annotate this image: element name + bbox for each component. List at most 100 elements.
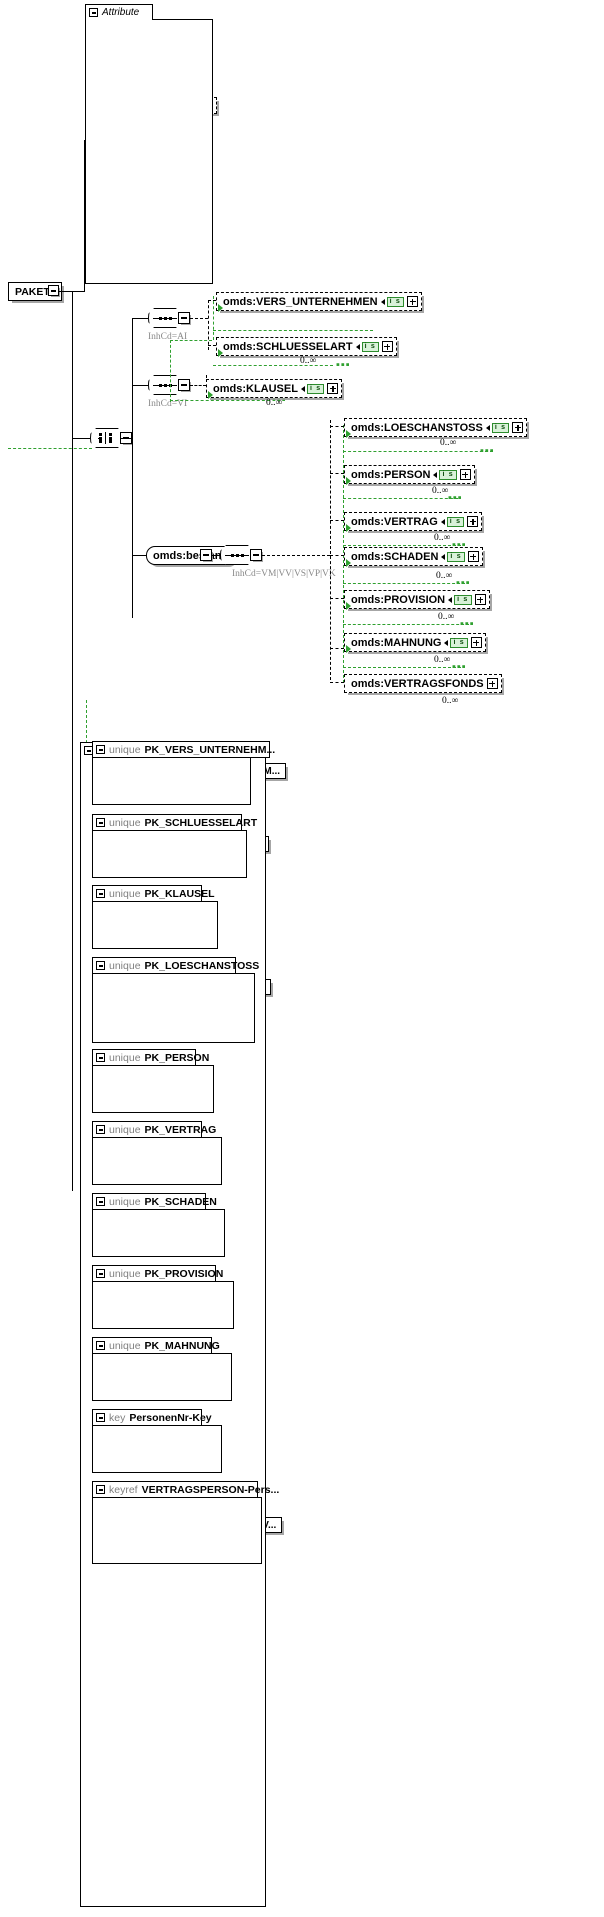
element-person[interactable]: omds:PERSON i s (344, 465, 475, 484)
constraint-body-10 (92, 1497, 262, 1564)
element-schaden[interactable]: omds:SCHADEN i s (344, 547, 483, 566)
ref-arrow-icon (444, 639, 449, 646)
constraint-body-6 (92, 1209, 225, 1257)
constraint-header-9[interactable]: key PersonenNr-Key (92, 1409, 212, 1426)
sequence-ai-annotation: InhCd=AI (148, 332, 188, 342)
element-label: omds:SCHLUESSELART (223, 340, 353, 353)
element-label: omds:SCHADEN (351, 550, 439, 563)
collapse-icon[interactable] (96, 1413, 105, 1422)
constraint-header-4[interactable]: unique PK_PERSON (92, 1049, 209, 1066)
collapse-icon[interactable] (96, 889, 105, 898)
expand-icon[interactable] (467, 551, 479, 562)
green-arrow-icon (346, 602, 351, 610)
connector (330, 473, 344, 474)
collapse-icon[interactable] (96, 1053, 105, 1062)
connector (132, 555, 146, 556)
sequence-ai-collapse[interactable] (178, 312, 190, 324)
green-arrow-icon (218, 304, 223, 312)
attribute-group-tab[interactable]: Attribute (85, 4, 153, 20)
green-continuation-dots: ▪▪▪ (452, 539, 467, 551)
constraint-header-3[interactable]: unique PK_LOESCHANSTOSS (92, 957, 259, 974)
is-badge: i s (491, 422, 510, 433)
connector (330, 648, 344, 649)
expand-icon[interactable] (486, 678, 498, 689)
green-arrow-icon (218, 349, 223, 357)
green-connector (343, 624, 469, 625)
collapse-icon[interactable] (96, 1197, 105, 1206)
constraint-header-7[interactable]: unique PK_PROVISION (92, 1265, 223, 1282)
sequence-vi-collapse[interactable] (178, 379, 190, 391)
green-connector (213, 330, 373, 331)
collapse-icon[interactable] (96, 745, 105, 754)
compositor-sequence-ai[interactable] (148, 308, 182, 328)
expand-icon[interactable] (459, 469, 471, 480)
sequence-vi-annotation: InhCd=VI (148, 399, 188, 409)
cardinality-label: 0..∞ (434, 655, 451, 665)
expand-icon[interactable] (467, 516, 479, 527)
element-vertrag[interactable]: omds:VERTRAG i s (344, 512, 483, 531)
cardinality-label: 0..∞ (300, 356, 317, 366)
element-loeschanstoss[interactable]: omds:LOESCHANSTOSS i s (344, 418, 528, 437)
expand-icon[interactable] (407, 296, 419, 307)
element-label: omds:VERS_UNTERNEHMEN (223, 295, 378, 308)
connector (72, 438, 90, 439)
connector (190, 385, 206, 386)
expand-icon[interactable] (512, 422, 524, 433)
constraint-header-2[interactable]: unique PK_KLAUSEL (92, 885, 215, 902)
ref-arrow-icon (485, 424, 490, 431)
green-arrow-icon (346, 645, 351, 653)
collapse-icon-attribute[interactable] (89, 8, 98, 17)
element-label: omds:PERSON (351, 468, 431, 481)
collapse-icon[interactable] (96, 818, 105, 827)
element-mahnung[interactable]: omds:MAHNUNG i s (344, 633, 486, 652)
green-arrow-icon (346, 524, 351, 532)
constraint-body-5 (92, 1137, 222, 1185)
root-collapse-toggle[interactable] (48, 285, 59, 296)
compositor-sequence-vi[interactable] (148, 375, 182, 395)
constraint-body-8 (92, 1353, 232, 1401)
element-vertragsfonds[interactable]: omds:VERTRAGSFONDS (344, 674, 502, 693)
ref-arrow-icon (380, 298, 385, 305)
expand-icon[interactable] (381, 341, 393, 352)
element-schluesselart[interactable]: omds:SCHLUESSELART i s (216, 337, 397, 356)
green-continuation-dots: ▪▪▪ (448, 492, 463, 504)
connector (59, 291, 73, 292)
expand-icon[interactable] (474, 594, 486, 605)
cardinality-label: 0..∞ (434, 533, 451, 543)
constraint-body-4 (92, 1065, 214, 1113)
compositor-sequence-bestand[interactable] (220, 545, 254, 565)
constraint-header-10[interactable]: keyref VERTRAGSPERSON-Pers... (92, 1481, 279, 1498)
bestand-collapse[interactable] (200, 549, 212, 561)
green-arrow-icon (346, 559, 351, 567)
collapse-icon[interactable] (96, 961, 105, 970)
green-continuation-dots: ▪▪▪ (272, 394, 287, 406)
collapse-icon[interactable] (96, 1269, 105, 1278)
element-vers-unternehmen[interactable]: omds:VERS_UNTERNEHMEN i s (216, 292, 423, 311)
green-continuation-dots: ▪▪▪ (452, 661, 467, 673)
expand-icon[interactable] (470, 637, 482, 648)
green-connector (343, 545, 461, 546)
element-label: omds:LOESCHANSTOSS (351, 421, 483, 434)
is-badge: i s (361, 341, 379, 352)
constraint-header-6[interactable]: unique PK_SCHADEN (92, 1193, 217, 1210)
constraint-header-0[interactable]: unique PK_VERS_UNTERNEHM... (92, 741, 275, 758)
element-klausel[interactable]: omds:KLAUSEL i s (206, 379, 343, 398)
connector (212, 555, 220, 556)
constraint-header-1[interactable]: unique PK_SCHLUESSELART (92, 814, 257, 831)
cardinality-label: 0..∞ (440, 438, 457, 448)
constraint-header-8[interactable]: unique PK_MAHNUNG (92, 1337, 220, 1354)
collapse-icon[interactable] (96, 1485, 105, 1494)
expand-icon[interactable] (327, 383, 339, 394)
constraint-header-5[interactable]: unique PK_VERTRAG (92, 1121, 216, 1138)
collapse-icon[interactable] (96, 1125, 105, 1134)
connector (330, 420, 331, 680)
compositor-choice-root[interactable] (90, 428, 124, 448)
connector (208, 300, 216, 301)
element-provision[interactable]: omds:PROVISION i s (344, 590, 490, 609)
green-arrow-icon (208, 391, 213, 399)
connector (132, 318, 133, 438)
cardinality-label: 0..∞ (436, 571, 453, 581)
collapse-icon[interactable] (96, 1341, 105, 1350)
green-connector (343, 667, 461, 668)
sequence-bestand-collapse[interactable] (250, 549, 262, 561)
